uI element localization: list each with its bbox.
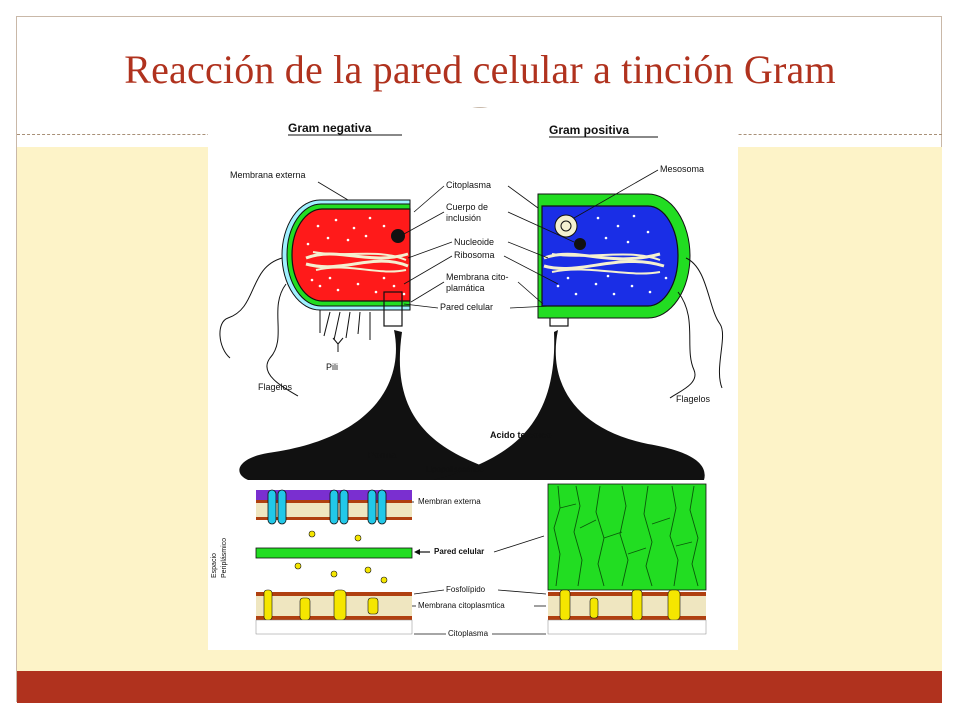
gram-positive-title: Gram positiva (549, 123, 629, 137)
membrana-citoplasmtica-label: Membrana citoplasmtica (418, 601, 505, 610)
gram-negative-zoom-funnel (239, 330, 529, 480)
flagelos-right-label: Flagelos (676, 394, 711, 404)
pili-label: Pili (326, 362, 338, 372)
gram-stain-diagram: Gram negativa Gram positiva (208, 108, 738, 650)
slide-title: Reacción de la pared celular a tinción G… (124, 47, 836, 92)
flagelos-left-label: Flagelos (258, 382, 293, 392)
gram-negative-title: Gram negativa (288, 121, 372, 135)
pared-celular-label: Pared celular (440, 302, 493, 312)
gram-positive-cell (537, 193, 691, 319)
periplasmico-label: Periplásmico (221, 538, 228, 578)
mesosome (554, 214, 578, 238)
gram-negative-wall-detail (255, 489, 413, 635)
cuerpo-inclusion-label-1: Cuerpo de (446, 202, 488, 212)
membrana-cito-label-2: plamática (446, 283, 485, 293)
ribosoma-label: Ribosoma (454, 250, 495, 260)
acido-teicoico-label: Acido teicoico (490, 430, 552, 440)
footer-bar (17, 671, 942, 703)
gram-positive-wall-detail (547, 483, 707, 635)
porina-label: Porina (368, 450, 397, 460)
mesosoma-label: Mesosoma (660, 164, 704, 174)
espacio-label: Espacio (211, 553, 218, 578)
membrana-externa-label: Membrana externa (230, 170, 306, 180)
gram-positive-zoom-funnel (434, 330, 705, 480)
pili (319, 310, 371, 352)
citoplasma-label: Citoplasma (446, 180, 491, 190)
fosfolipido-label: Fosfolípido (446, 585, 486, 594)
membran-externa-label: Membran externa (418, 497, 481, 506)
cuerpo-inclusion-label-2: inclusión (446, 213, 481, 223)
nucleoide-label: Nucleoide (454, 237, 494, 247)
membrana-cito-label-1: Membrana cito- (446, 272, 509, 282)
gram-negative-cell (281, 199, 411, 311)
gram-positive-flagella (669, 257, 724, 399)
gram-negative-flagella (219, 257, 299, 397)
gram-negative-inclusion-body (391, 229, 405, 243)
lipopolisacarido-label: Lipopolisacárido (426, 465, 484, 474)
citoplasma-detail-label: Citoplasma (448, 629, 489, 638)
pared-celular-detail-label: Pared celular (434, 547, 484, 556)
gram-positive-inclusion-body (574, 238, 586, 250)
gram-negative-wall-callout (383, 291, 403, 327)
